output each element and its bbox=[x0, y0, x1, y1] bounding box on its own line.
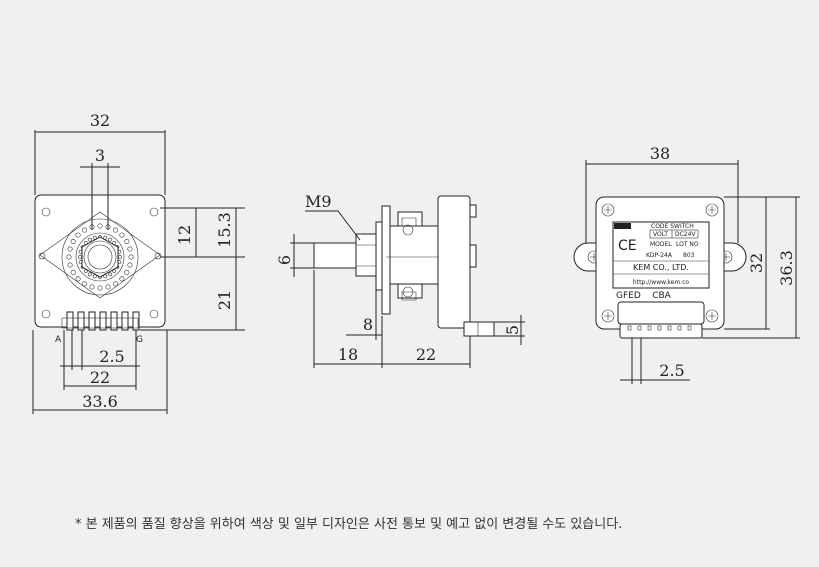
dim-pins-span: 22 bbox=[90, 368, 110, 387]
label-title: CODE SWITCH bbox=[651, 223, 694, 230]
label-volt: VOLT bbox=[653, 231, 668, 238]
rear-housing bbox=[437, 195, 471, 329]
pin-label-left: A bbox=[55, 335, 62, 345]
shaft-end bbox=[87, 244, 113, 270]
ce-mark: CE bbox=[618, 238, 637, 254]
hex-nut bbox=[81, 236, 119, 278]
dim-rear-height: 32 bbox=[747, 253, 766, 273]
bushing-nut bbox=[355, 233, 377, 277]
mount-plate bbox=[381, 205, 391, 315]
label-url: http://www.kem.co bbox=[633, 279, 689, 286]
mount-hole bbox=[41, 309, 51, 319]
label-model-no: KDP-24A bbox=[646, 252, 673, 259]
dim-width-top: 32 bbox=[90, 111, 110, 130]
dim-right-lower: 21 bbox=[215, 290, 234, 310]
dim-right-inner: 12 bbox=[175, 225, 194, 245]
disclaimer-notice: * 본 제품의 품질 향상을 위하여 색상 및 일부 디자인은 사전 통보 및 … bbox=[75, 517, 623, 532]
dim-right-upper: 15.3 bbox=[215, 212, 234, 248]
rear-pin-letters: GFED CBA bbox=[616, 291, 672, 301]
label-model: MODEL bbox=[650, 241, 672, 248]
dim-rear-pitch: 2.5 bbox=[659, 361, 684, 380]
pin-label-right: G bbox=[136, 335, 143, 345]
rear-view: CODE SWITCH VOLT DC24V CE MODEL LOT NO K… bbox=[573, 144, 800, 384]
rear-pins bbox=[627, 325, 692, 331]
mount-hole bbox=[149, 309, 159, 319]
mount-hole bbox=[149, 207, 159, 217]
label-volt-value: DC24V bbox=[675, 231, 696, 238]
dim-pitch: 2.5 bbox=[99, 347, 124, 366]
front-pins bbox=[66, 311, 140, 331]
connector bbox=[617, 301, 705, 325]
dim-thread: M9 bbox=[305, 192, 332, 211]
dim-shaft-dia: 6 bbox=[275, 255, 294, 265]
dim-rear-height-total: 36.3 bbox=[777, 250, 796, 286]
mount-hole bbox=[41, 207, 51, 217]
dim-width-total: 33.6 bbox=[82, 392, 118, 411]
dim-gap: 3 bbox=[95, 146, 105, 165]
dim-front-len: 18 bbox=[338, 345, 358, 364]
label-lot: LOT NO bbox=[676, 241, 699, 248]
contact-ring bbox=[61, 218, 139, 296]
shaft bbox=[313, 242, 359, 269]
flange bbox=[39, 211, 161, 299]
brand-logo bbox=[614, 223, 631, 229]
side-view: M9 6 8 18 22 5 bbox=[275, 192, 525, 368]
dim-rear-len: 22 bbox=[416, 345, 436, 364]
label-lot-no: 803 bbox=[683, 252, 695, 259]
product-label bbox=[612, 221, 710, 289]
label-company: KEM CO., LTD. bbox=[633, 263, 689, 272]
dim-pin-len: 5 bbox=[503, 325, 522, 335]
front-view: 32 3 12 15.3 21 A G 2.5 22 33.6 bbox=[32, 111, 245, 414]
terminal-pin bbox=[463, 321, 495, 337]
dim-rear-width: 38 bbox=[650, 144, 670, 163]
dim-shaft-len: 8 bbox=[363, 315, 373, 334]
